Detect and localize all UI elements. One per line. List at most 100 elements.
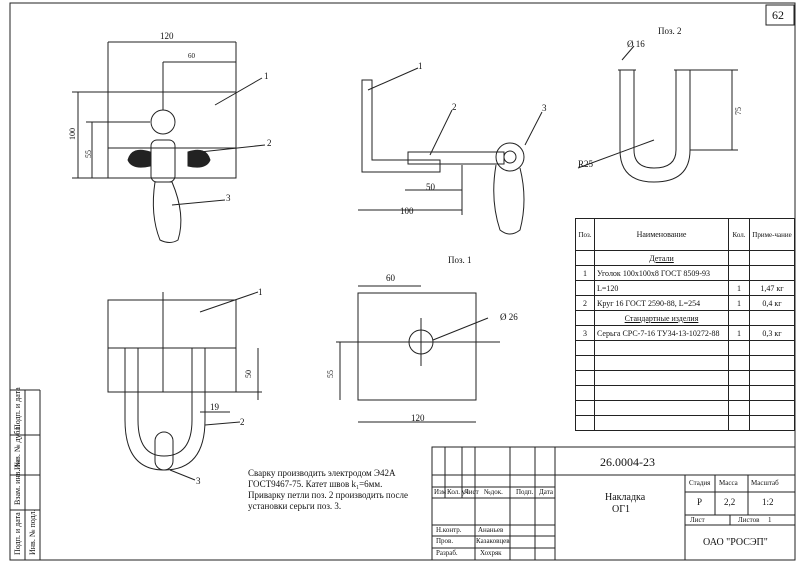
bottom-callout-2: 2 — [240, 417, 245, 427]
pos2-height: 75 — [734, 107, 743, 115]
side-callout-1: 1 — [418, 61, 423, 71]
bottom-view — [107, 291, 262, 481]
spec-empty-row — [575, 415, 795, 431]
callout-1: 1 — [264, 71, 269, 81]
side-dim-50: 50 — [426, 182, 435, 192]
spec-cell-pos: 3 — [575, 325, 595, 341]
spec-header-name: Наименование — [594, 218, 729, 251]
spec-cell-qty — [728, 265, 750, 281]
spec-header-note: Приме-чание — [749, 218, 795, 251]
spec-cell-name: Стандартные изделия — [594, 310, 729, 326]
callout-3: 3 — [226, 193, 231, 203]
spec-cell-qty — [728, 310, 750, 326]
bottom-dim-19: 19 — [210, 402, 219, 412]
side-view — [358, 67, 543, 235]
bottom-callout-1: 1 — [258, 287, 263, 297]
part-name: Накладка — [605, 492, 646, 503]
change-col-5: Подп. — [516, 488, 534, 496]
scale-value: 1:2 — [762, 497, 774, 507]
spec-empty-row — [575, 370, 795, 386]
spec-header-qty: Кол. — [728, 218, 750, 251]
spec-empty-row — [575, 400, 795, 416]
dim-hole-offset: 60 — [188, 52, 195, 60]
pos1-view — [336, 285, 500, 423]
pos2-view — [577, 45, 738, 183]
spec-cell-pos: 2 — [575, 295, 595, 311]
technical-notes: Сварку производить электродом Э42А ГОСТ9… — [248, 468, 408, 511]
spec-empty-cell — [575, 340, 595, 356]
sheet-number: 62 — [772, 8, 784, 22]
spec-cell-note — [749, 310, 795, 326]
spec-cell-note: 0,3 кг — [749, 325, 795, 341]
spec-empty-row — [575, 340, 795, 356]
stamp-inv-subl: Подп. и дата — [13, 387, 22, 430]
pos1-hole-diameter: Ø 26 — [500, 312, 518, 322]
change-col-4: №док. — [484, 488, 503, 496]
spec-cell-qty: 1 — [728, 295, 750, 311]
spec-cell-qty: 1 — [728, 280, 750, 296]
spec-cell-note — [749, 250, 795, 266]
sheet-label: Лист — [690, 516, 705, 524]
stamp-sign-date-2: Подп. и дата — [13, 512, 22, 555]
spec-cell-name: L=120 — [594, 280, 729, 296]
spec-empty-cell — [575, 355, 595, 371]
signer-3: Хохряк — [480, 549, 502, 557]
signer-1: Ананьев — [478, 526, 504, 534]
spec-header-row: Поз. Наименование Кол. Приме-чание — [575, 218, 795, 251]
spec-cell-pos — [575, 280, 595, 296]
spec-empty-cell — [728, 400, 750, 416]
dim-height: 100 — [68, 128, 77, 140]
spec-empty-cell — [749, 400, 795, 416]
sheets-label: Листов — [738, 516, 760, 524]
spec-cell-name: Серьга СРС-7-16 ТУ34-13-10272-88 — [594, 325, 729, 341]
spec-empty-cell — [594, 355, 729, 371]
doc-code: 26.0004-23 — [600, 455, 655, 469]
spec-cell-pos: 1 — [575, 265, 595, 281]
mass-label: Масса — [719, 479, 738, 487]
spec-empty-cell — [594, 400, 729, 416]
spec-empty-cell — [594, 415, 729, 431]
spec-cell-qty — [728, 250, 750, 266]
spec-cell-name: Круг 16 ГОСТ 2590-88, L=254 — [594, 295, 729, 311]
change-col-6: Дата — [539, 488, 553, 496]
role-razrab: Разраб. — [436, 549, 458, 557]
change-col-3: Лист — [464, 488, 479, 496]
spec-cell-note: 0,4 кг — [749, 295, 795, 311]
side-callout-3: 3 — [542, 103, 547, 113]
spec-empty-cell — [575, 415, 595, 431]
spec-cell-qty: 1 — [728, 325, 750, 341]
pos1-dim-120: 120 — [411, 413, 425, 423]
spec-empty-cell — [575, 370, 595, 386]
spec-empty-cell — [749, 415, 795, 431]
spec-header-pos: Поз. — [575, 218, 595, 251]
spec-row: Стандартные изделия — [575, 310, 795, 326]
spec-empty-cell — [749, 370, 795, 386]
specification-table: Поз. Наименование Кол. Приме-чание Детал… — [575, 218, 795, 431]
mass-value: 2,2 — [724, 497, 736, 507]
pos2-diameter: Ø 16 — [627, 39, 645, 49]
spec-empty-cell — [749, 385, 795, 401]
spec-empty-row — [575, 355, 795, 371]
spec-cell-name: Детали — [594, 250, 729, 266]
part-code: ОГ1 — [612, 504, 631, 515]
spec-row: Детали — [575, 250, 795, 266]
change-col-1: Изм — [434, 488, 447, 496]
spec-cell-pos — [575, 250, 595, 266]
sheet-number-box — [765, 4, 795, 26]
spec-empty-cell — [594, 385, 729, 401]
stamp-inv-podl: Инв. № подл. — [28, 509, 37, 555]
spec-empty-row — [575, 385, 795, 401]
dim-hole-height: 55 — [84, 150, 93, 158]
main-view — [72, 41, 266, 243]
spec-empty-cell — [749, 355, 795, 371]
spec-empty-cell — [749, 340, 795, 356]
spec-empty-cell — [728, 355, 750, 371]
spec-empty-cell — [728, 415, 750, 431]
change-col-2: Кол. уч — [447, 488, 469, 496]
spec-empty-cell — [728, 340, 750, 356]
